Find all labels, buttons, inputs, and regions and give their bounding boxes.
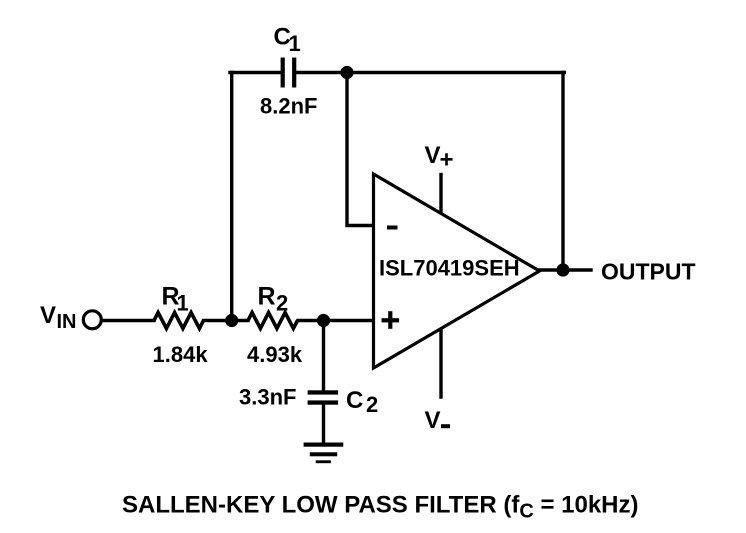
svg-text:3.3nF: 3.3nF [239,385,296,410]
svg-text:1.84k: 1.84k [153,342,209,367]
svg-text:IN: IN [57,311,77,333]
svg-text:OUTPUT: OUTPUT [601,258,696,284]
svg-text:2: 2 [276,291,288,316]
svg-text:C: C [274,24,291,51]
svg-text:C: C [346,387,363,414]
svg-text:1: 1 [289,31,301,56]
svg-text:2: 2 [366,392,378,417]
svg-text:R: R [258,283,276,311]
svg-text:SALLEN-KEY LOW PASS FILTER (fC: SALLEN-KEY LOW PASS FILTER (fC = 10kHz) [122,492,639,523]
svg-text:ISL70419SEH: ISL70419SEH [379,256,520,281]
svg-text:R: R [162,283,180,311]
svg-text:V: V [425,142,441,169]
svg-text:1: 1 [177,291,189,316]
svg-text:8.2nF: 8.2nF [260,94,317,119]
svg-text:V: V [40,302,56,329]
svg-text:V: V [425,407,441,434]
svg-text:+: + [440,147,454,174]
svg-text:4.93k: 4.93k [247,342,303,367]
